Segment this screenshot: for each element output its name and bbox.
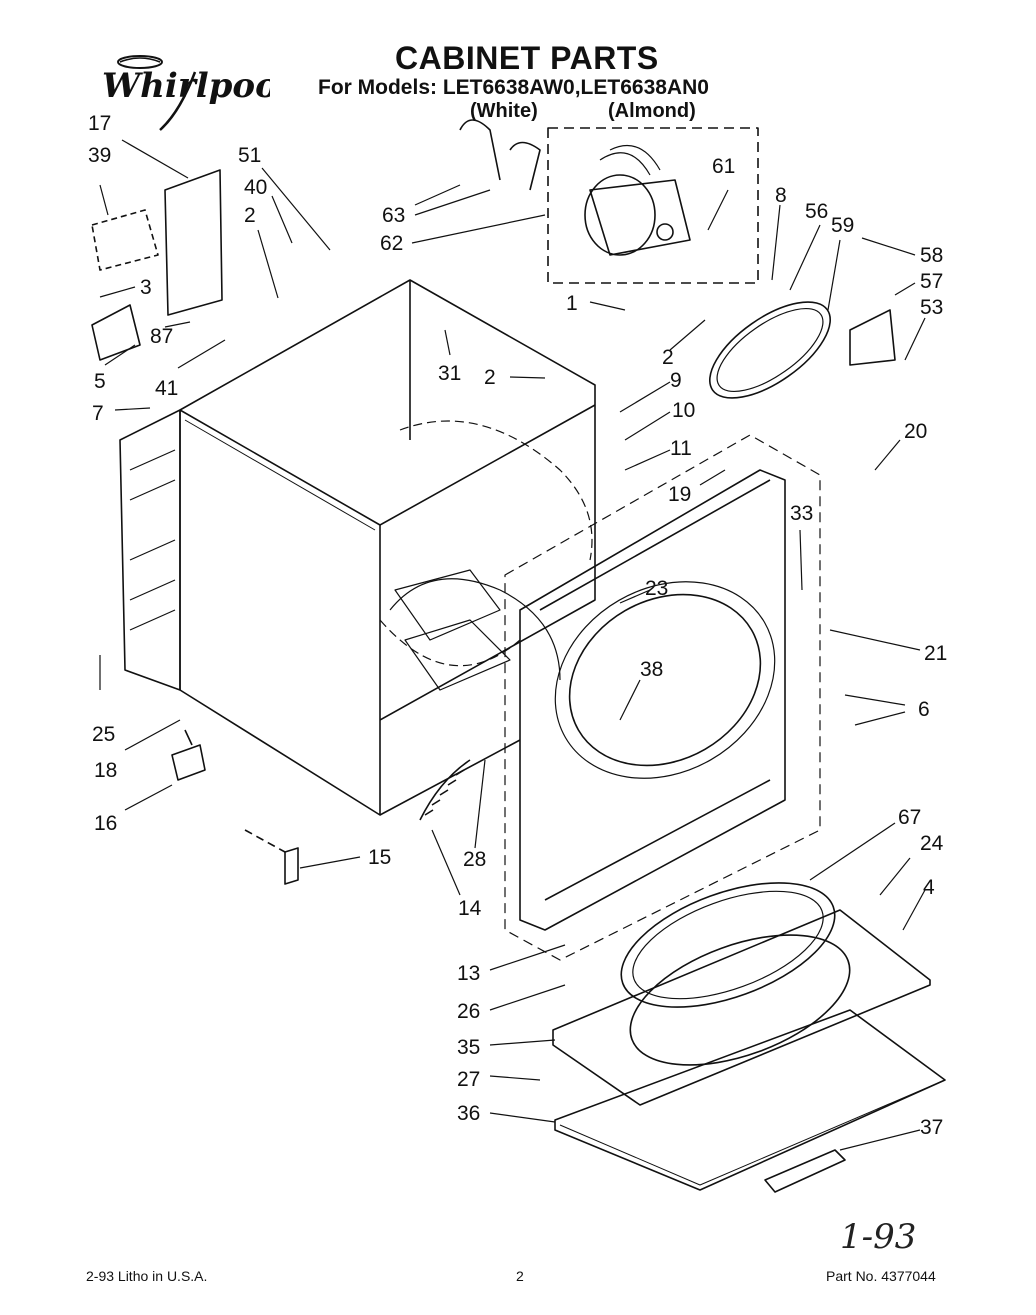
callout-24: 24 (920, 832, 944, 855)
callout-10: 10 (672, 399, 695, 422)
callout-31: 31 (438, 362, 461, 385)
callout-6: 6 (918, 698, 930, 721)
callout-4: 4 (923, 876, 935, 899)
callout-13: 13 (457, 962, 480, 985)
callout-56: 56 (805, 200, 828, 223)
callout-67: 67 (898, 806, 921, 829)
idler-bracket (849, 309, 896, 366)
callout-5: 5 (94, 370, 106, 393)
callout-8: 8 (775, 184, 787, 207)
page-title: CABINET PARTS (395, 40, 659, 76)
callout-3: 3 (140, 276, 152, 299)
callout-11: 11 (670, 437, 692, 460)
variant-almond: (Almond) (608, 100, 696, 122)
callout-57: 57 (920, 270, 943, 293)
toe-panel (552, 909, 931, 1106)
callout-2-motor: 2 (662, 346, 674, 369)
callout-53: 53 (920, 296, 943, 319)
callout-33: 33 (790, 502, 813, 525)
print-info: 2-93 Litho in U.S.A. (86, 1268, 208, 1284)
handwritten-date: 1-93 (840, 1217, 916, 1257)
callout-51: 51 (238, 144, 261, 167)
callout-37: 37 (920, 1116, 943, 1139)
drum-belt (708, 301, 832, 399)
callout-19: 19 (668, 483, 691, 506)
svg-text:Whirlpool: Whirlpool (102, 66, 270, 106)
callout-18: 18 (94, 759, 117, 782)
callout-20: 20 (904, 420, 927, 443)
strap (284, 847, 299, 885)
callout-63: 63 (382, 204, 405, 227)
callout-35: 35 (457, 1036, 480, 1059)
callout-27: 27 (457, 1068, 480, 1091)
harness-clips (459, 119, 541, 191)
callout-2-upper: 2 (244, 204, 256, 227)
page-number: 2 (516, 1268, 524, 1284)
callout-2-cabinet: 2 (484, 366, 496, 389)
door-seal (620, 882, 836, 1008)
front-panel (504, 434, 821, 961)
callout-16: 16 (94, 812, 117, 835)
callout-61: 61 (712, 155, 735, 178)
callout-26: 26 (457, 1000, 480, 1023)
motor-assembly (547, 127, 759, 284)
cabinet-body (179, 279, 596, 816)
callout-25: 25 (92, 723, 115, 746)
callout-23: 23 (645, 577, 668, 600)
callout-9: 9 (670, 369, 682, 392)
leveling-leg (171, 729, 206, 781)
callout-58: 58 (920, 244, 943, 267)
part-number: Part No. 4377044 (826, 1268, 936, 1284)
terminal-cover (91, 209, 159, 271)
access-cover (91, 304, 141, 361)
base-panel (554, 1009, 946, 1191)
terminal-block (164, 169, 223, 316)
callout-39: 39 (88, 144, 111, 167)
callout-62: 62 (380, 232, 403, 255)
door-spring (419, 759, 471, 821)
variant-white: (White) (470, 100, 538, 122)
callout-87: 87 (150, 325, 173, 348)
callout-41: 41 (155, 377, 178, 400)
kick-plate (764, 1149, 846, 1193)
callout-7: 7 (92, 402, 104, 425)
callout-21: 21 (924, 642, 947, 665)
callout-28: 28 (463, 848, 486, 871)
whirlpool-logo: Whirlpool (100, 52, 291, 132)
callout-40: 40 (244, 176, 267, 199)
callout-38: 38 (640, 658, 663, 681)
callout-36: 36 (457, 1102, 480, 1125)
callout-14: 14 (458, 897, 482, 920)
callout-17: 17 (88, 112, 111, 135)
side-panel (119, 409, 181, 691)
callout-15: 15 (368, 846, 391, 869)
model-numbers: For Models: LET6638AW0,LET6638AN0 (318, 76, 709, 99)
callout-1: 1 (566, 292, 578, 315)
callout-59: 59 (831, 214, 854, 237)
